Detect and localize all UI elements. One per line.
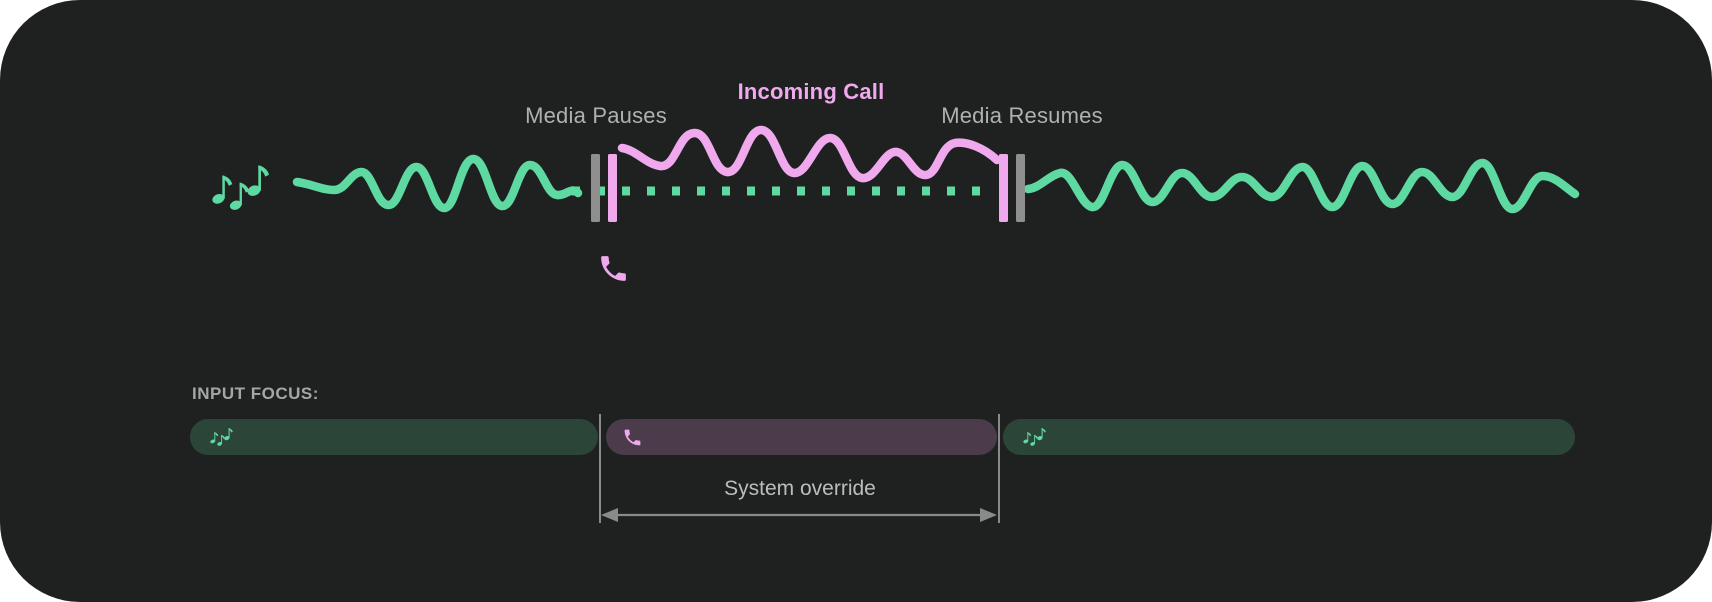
media-pauses-label: Media Pauses	[525, 103, 667, 128]
focus-segment-media-2	[1003, 419, 1575, 455]
pause-marker-pink-bar	[608, 154, 617, 222]
media-wave-after-call	[1023, 158, 1580, 214]
music-notes-icon	[210, 426, 235, 449]
override-boundary-line-right	[998, 414, 1000, 523]
incoming-call-phone-icon	[601, 256, 626, 281]
system-override-range-arrow	[601, 508, 997, 522]
phone-icon	[624, 429, 641, 445]
override-boundary-line-left	[599, 414, 601, 523]
pause-marker-gray-bar	[591, 154, 600, 222]
input-focus-heading: INPUT FOCUS:	[192, 384, 319, 403]
incoming-call-label: Incoming Call	[737, 79, 885, 104]
focus-segment-call	[606, 419, 997, 455]
audio-waveform-graphic	[292, 125, 1580, 222]
media-wave-before-call	[292, 154, 583, 213]
focus-segment-media-1	[190, 419, 598, 455]
system-override-label: System override	[724, 477, 876, 500]
resume-marker-pink-bar	[999, 154, 1008, 222]
music-notes-icon	[212, 160, 274, 218]
music-notes-icon	[1023, 426, 1048, 449]
media-resumes-label: Media Resumes	[941, 103, 1103, 128]
resume-marker-gray-bar	[1016, 154, 1025, 222]
incoming-call-wave	[617, 125, 1002, 183]
